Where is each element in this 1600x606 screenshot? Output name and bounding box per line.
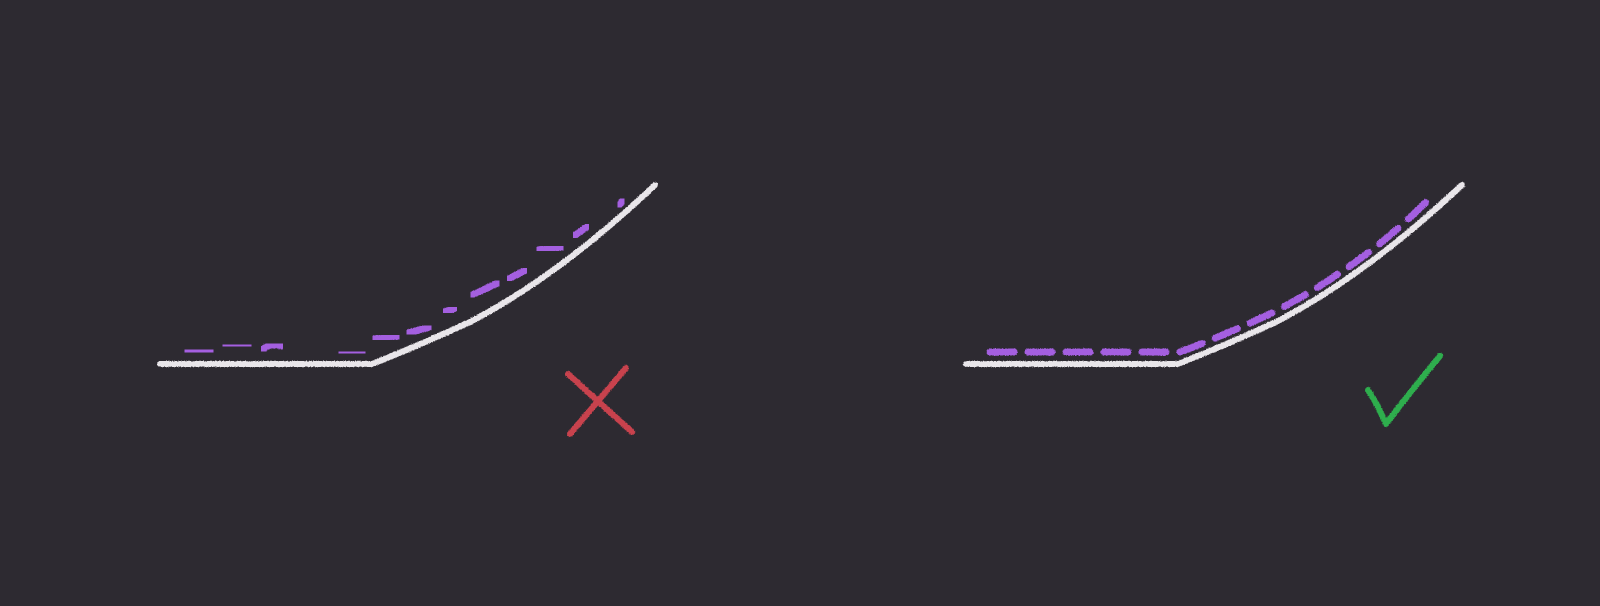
- cross-icon: [565, 365, 635, 437]
- dash-segment: [404, 323, 434, 337]
- cross-stroke: [567, 365, 629, 437]
- checkmark-icon: [1365, 353, 1443, 427]
- dash-segment: [468, 279, 502, 299]
- panel-incorrect: [157, 182, 658, 437]
- white-curve-left: [157, 182, 658, 367]
- white-curve-right: [963, 182, 1465, 367]
- dash-segment: [220, 341, 254, 350]
- dash-segment: [336, 348, 368, 357]
- dash-segment: [182, 346, 216, 356]
- panel-correct: [963, 182, 1465, 427]
- purple-dashes-right: [986, 194, 1434, 356]
- dash-segment: [370, 332, 402, 343]
- dash-segment: [258, 341, 286, 354]
- dash-segment: [534, 243, 566, 254]
- dash-segment: [570, 222, 592, 240]
- dash-segment: [504, 266, 530, 283]
- dash-segment: [614, 196, 628, 210]
- purple-dashes-left: [182, 196, 628, 357]
- dash-segment: [440, 304, 460, 316]
